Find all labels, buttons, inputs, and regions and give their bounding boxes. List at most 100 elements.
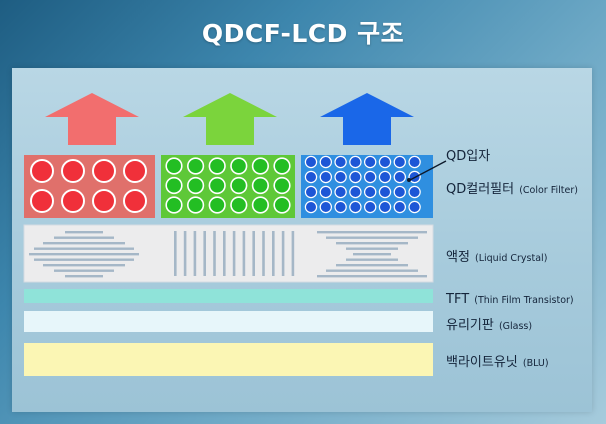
green-quantum-dot [273, 176, 291, 195]
glass-label: 유리기판 (Glass) [446, 316, 532, 332]
green-quantum-dot [273, 196, 291, 214]
blue-quantum-dot [304, 155, 318, 169]
blue-quantum-dot [349, 185, 362, 199]
blue-quantum-dot [364, 185, 377, 199]
liquid-crystal-line [346, 247, 398, 250]
blu-en: (BLU) [522, 358, 549, 369]
green-quantum-dot [208, 176, 226, 195]
blu-ko: 백라이트유닛 [446, 355, 518, 370]
blue-quantum-dot [349, 170, 362, 184]
blue-quantum-dot [378, 185, 392, 199]
qd-color-filter-ko: QD컬러필터 [446, 182, 515, 197]
liquid-crystal-line [262, 231, 265, 276]
green-quantum-dot [208, 196, 226, 214]
blue-quantum-dot [319, 200, 332, 214]
blue-quantum-dot [393, 185, 406, 199]
blu-layer [24, 343, 433, 376]
liquid-crystal-line [54, 236, 114, 239]
liquid-crystal-ko: 액정 [446, 250, 470, 265]
green-quantum-dot [208, 157, 226, 175]
blue-quantum-dot [304, 200, 318, 214]
green-quantum-dot [230, 196, 248, 214]
tft-ko: TFT [446, 292, 470, 307]
red-quantum-dot [61, 159, 85, 183]
blue-quantum-dot [364, 155, 377, 169]
qd-particle-label-text: QD입자 [446, 149, 491, 164]
tft-label: TFT (Thin Film Transistor) [446, 290, 574, 306]
qd-color-filter-en: (Color Filter) [519, 185, 578, 196]
glass-ko: 유리기판 [446, 318, 494, 333]
blue-quantum-dot [364, 170, 377, 184]
qd-particle-label: QD입자 [446, 147, 490, 163]
liquid-crystal-line [223, 231, 226, 276]
glass-en: (Glass) [498, 321, 533, 332]
liquid-crystal-line [336, 242, 408, 245]
liquid-crystal-line [65, 275, 103, 278]
liquid-crystal-en: (Liquid Crystal) [475, 253, 548, 264]
blue-quantum-dot [319, 185, 332, 199]
green-quantum-dot [187, 196, 205, 214]
qd-color-filter-label: QD컬러필터 (Color Filter) [446, 180, 578, 196]
red-light-arrow [45, 93, 139, 145]
red-quantum-dot [92, 159, 116, 183]
liquid-crystal-line [353, 253, 391, 256]
green-quantum-dot [273, 157, 291, 175]
liquid-crystal-line [43, 264, 125, 267]
qd-particle-pointer-dot [407, 178, 411, 182]
blue-quantum-dot [334, 200, 347, 214]
blue-quantum-dot [364, 200, 377, 214]
liquid-crystal-line [29, 253, 139, 256]
green-quantum-dot [230, 157, 248, 175]
liquid-crystal-label: 액정 (Liquid Crystal) [446, 248, 547, 264]
liquid-crystal-line [183, 231, 187, 276]
blue-quantum-dot [304, 185, 318, 199]
blue-quantum-dot [408, 200, 421, 214]
liquid-crystal-line [34, 258, 134, 261]
red-quantum-dot [92, 189, 116, 213]
blue-quantum-dot [408, 185, 421, 199]
liquid-crystal-line [272, 231, 275, 276]
blue-quantum-dot [334, 185, 347, 199]
blue-quantum-dot [393, 200, 406, 214]
blue-quantum-dot [393, 170, 406, 184]
liquid-crystal-line [281, 231, 285, 276]
red-quantum-dot [61, 189, 85, 213]
qd-particle-pointer [409, 160, 447, 181]
blue-quantum-dot [378, 200, 392, 214]
green-quantum-dot [251, 157, 269, 175]
blue-quantum-dot [378, 155, 392, 169]
blue-quantum-dot [319, 170, 332, 184]
liquid-crystal-line [317, 231, 427, 234]
green-quantum-dot [165, 157, 183, 175]
liquid-crystal-line [252, 231, 255, 276]
tft-layer [24, 289, 433, 303]
blue-quantum-dot [304, 170, 318, 184]
liquid-crystal-line [65, 231, 103, 234]
green-quantum-dot [230, 176, 248, 195]
blue-light-arrow [320, 93, 414, 145]
green-color-filter [161, 155, 295, 218]
liquid-crystal-line [203, 231, 206, 276]
blue-quantum-dot [349, 200, 362, 214]
red-quantum-dot [123, 189, 147, 213]
blue-quantum-dot [408, 155, 421, 169]
green-quantum-dot [251, 196, 269, 214]
green-quantum-dot [187, 176, 205, 195]
liquid-crystal-line [193, 231, 197, 276]
liquid-crystal-line [326, 236, 418, 239]
red-quantum-dot [30, 189, 54, 213]
blue-quantum-dot [378, 170, 392, 184]
green-quantum-dot [165, 196, 183, 214]
blue-quantum-dot [349, 155, 362, 169]
red-quantum-dot [123, 159, 147, 183]
liquid-crystal-line [54, 269, 114, 272]
blue-quantum-dot [334, 155, 347, 169]
liquid-crystal-line [291, 231, 295, 276]
liquid-crystal-line [213, 231, 216, 276]
green-light-arrow [183, 93, 277, 145]
liquid-crystal-line [43, 242, 125, 245]
blue-quantum-dot [334, 170, 347, 184]
glass-layer [24, 311, 433, 332]
diagram-title: QDCF-LCD 구조 [201, 19, 405, 48]
